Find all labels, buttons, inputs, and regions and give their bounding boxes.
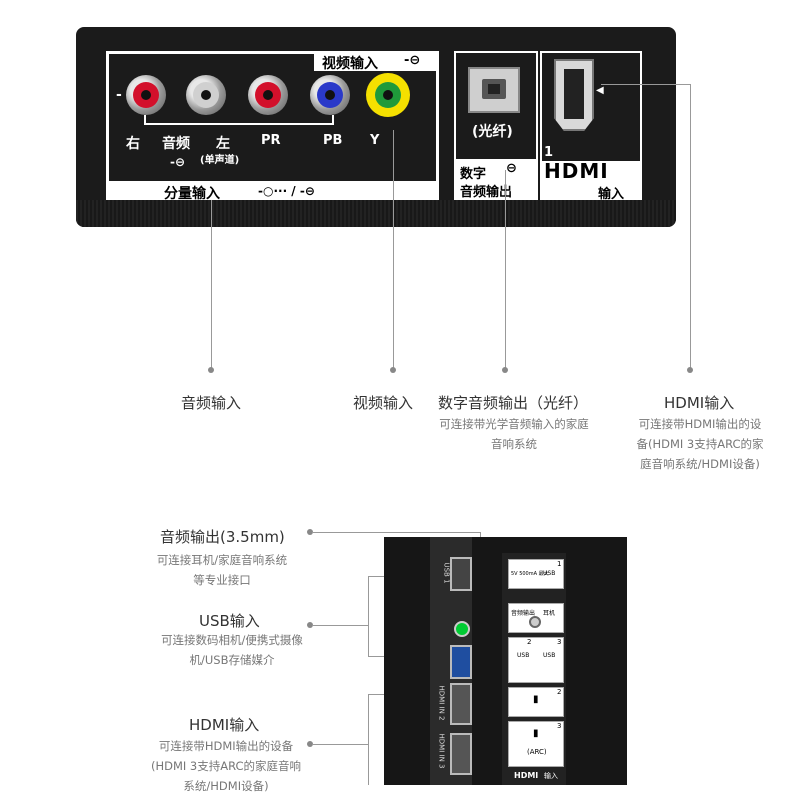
hdmi-3-box: 3 ▮ (ARC) [508, 721, 564, 767]
audio-out-jack[interactable] [454, 621, 470, 637]
digital-audio-out-line1: 数字 [460, 167, 487, 182]
audio-out-desc: 可连接耳机/家庭音响系统等专业接口 [156, 553, 288, 587]
usb-box-text: 5V 500mA 最大 [511, 571, 549, 577]
bracket-tick-1 [144, 115, 146, 125]
mono-label: (单声道) [200, 155, 240, 166]
audio-out-leader-dot [307, 529, 313, 535]
hdmi-leader-h [601, 84, 691, 85]
audio-input-leader-dot [208, 367, 214, 373]
optical-leader [505, 170, 506, 370]
hdmi-3-slot-icon: ▮ [533, 728, 539, 739]
side-port-panel: USB 1 HDMI IN 2 HDMI IN 3 5V 500mA 最大 US… [384, 537, 627, 785]
pb-jack[interactable] [310, 75, 350, 115]
hdmi-logo-bg [540, 161, 642, 203]
arc-label: (ARC) [527, 748, 547, 756]
box-num-hdmi-2: 2 [557, 688, 562, 696]
hdmi-logo-bottom: HDMI [514, 771, 539, 780]
hdmi-in-3-label: HDMI IN 3 [437, 733, 446, 769]
component-label-bar [106, 181, 439, 203]
analog-frame-right [436, 67, 439, 203]
hdmi-leader-v [690, 84, 691, 370]
pr-jack[interactable] [248, 75, 288, 115]
usb-1-port[interactable] [450, 557, 472, 591]
optical-label: (光纤) [472, 124, 513, 140]
usb-leader-dot [307, 622, 313, 628]
hdmi-input-desc-top: 可连接带HDMI输出的设备(HDMI 3支持ARC的家庭音响系统/HDMI设备) [636, 417, 764, 471]
hdmi-logo: HDMI [544, 159, 609, 183]
input-icon: -⊖ [170, 155, 186, 169]
hdmi-pointer-icon: ◀ [596, 85, 604, 96]
box-num-1: 1 [557, 560, 562, 568]
audio-input-callout: 音频输入 [181, 394, 242, 412]
panel-texture [76, 200, 676, 227]
usb-label-1: USB [543, 570, 556, 577]
component-input-label: 分量输入 [164, 186, 220, 202]
component-icons: -○··· / -⊖ [258, 184, 315, 198]
bracket-tick-2 [332, 115, 334, 125]
hdmi-input-label: 输入 [598, 187, 625, 202]
usb-3-port[interactable] [450, 645, 472, 679]
audio-out-callout: 音频输出(3.5mm) [160, 528, 285, 546]
audio-left-jack[interactable] [186, 75, 226, 115]
optical-label-bg [454, 159, 538, 203]
hdmi-number: 1 [544, 145, 554, 160]
hdmi-3-port[interactable] [450, 733, 472, 775]
hdmi-leader-dot [687, 367, 693, 373]
optical-out-port[interactable] [468, 67, 520, 113]
output-arrow-icon: ⊖ [506, 161, 517, 176]
input-arrow-icon: -⊖ [404, 53, 421, 68]
audio-out-leader-h [312, 532, 480, 533]
audio-right-jack[interactable] [126, 75, 166, 115]
usb-label-2: USB [517, 652, 530, 659]
usb-2-3-box: USB USB 2 3 [508, 637, 564, 683]
analog-frame-top [106, 51, 314, 54]
digital-audio-out-line2: 音频输出 [460, 185, 513, 200]
hdmi-2-slot-icon: ▮ [533, 694, 539, 705]
hdmi-in-2-label: HDMI IN 2 [437, 685, 446, 721]
audio-bracket [144, 123, 334, 125]
hdmi-input-callout-bottom: HDMI输入 [189, 716, 260, 734]
hdmi-bottom-leader-dot [307, 741, 313, 747]
pb-label: PB [323, 133, 343, 148]
audio-input-leader [211, 200, 212, 370]
input-bottom-label: 输入 [544, 772, 558, 780]
usb-input-desc: 可连接数码相机/便携式摄像机/USB存储媒介 [161, 633, 303, 667]
analog-frame-left [106, 51, 109, 203]
audio-out-mini-label: 音频输出 [511, 610, 536, 617]
hdmi-2-port[interactable] [450, 683, 472, 725]
hdmi-input-desc-bottom: 可连接带HDMI输出的设备(HDMI 3支持ARC的家庭音响系统/HDMI设备) [150, 739, 302, 793]
audio-label: 音频 [162, 136, 190, 152]
usb-label-3: USB [543, 652, 556, 659]
video-input-header: 视频输入 [322, 56, 378, 72]
digital-audio-out-desc: 可连接带光学音频输入的家庭音响系统 [439, 417, 589, 451]
hdmi-bottom-leader-h [312, 744, 368, 745]
y-label: Y [370, 133, 380, 148]
headphone-mini-label: 耳机 [543, 610, 556, 617]
hdmi-2-box: 2 ▮ [508, 687, 564, 717]
audio-out-box: 音频输出 耳机 [508, 603, 564, 633]
hdmi-input-callout-top: HDMI输入 [664, 394, 735, 412]
pr-label: PR [261, 133, 281, 148]
video-input-header-bg [314, 51, 439, 71]
minus-mark: - [116, 87, 122, 103]
video-input-leader [393, 130, 394, 370]
digital-audio-out-callout: 数字音频输出（光纤） [438, 394, 589, 412]
video-input-leader-dot [390, 367, 396, 373]
usb-bracket-v [368, 576, 369, 656]
box-num-hdmi-3: 3 [557, 722, 562, 730]
video-input-callout: 视频输入 [353, 394, 414, 412]
usb-1-box: 5V 500mA 最大 USB 1 [508, 559, 564, 589]
rear-port-panel: 视频输入 -⊖ 分量输入 -○··· / -⊖ - 右 音频 左 (单声道) P… [76, 27, 676, 227]
audio-left-label: 左 [216, 136, 230, 152]
video-y-jack[interactable] [366, 73, 410, 117]
optical-leader-dot [502, 367, 508, 373]
audio-right-label: 右 [126, 136, 140, 152]
hdmi-bottom-bracket-v [368, 694, 369, 785]
headphone-jack-diagram [529, 616, 541, 628]
usb-input-callout: USB输入 [199, 612, 260, 630]
box-num-3: 3 [557, 638, 562, 646]
box-num-2: 2 [527, 638, 532, 646]
usb-leader-h [312, 625, 368, 626]
hdmi-1-port[interactable] [554, 59, 594, 131]
